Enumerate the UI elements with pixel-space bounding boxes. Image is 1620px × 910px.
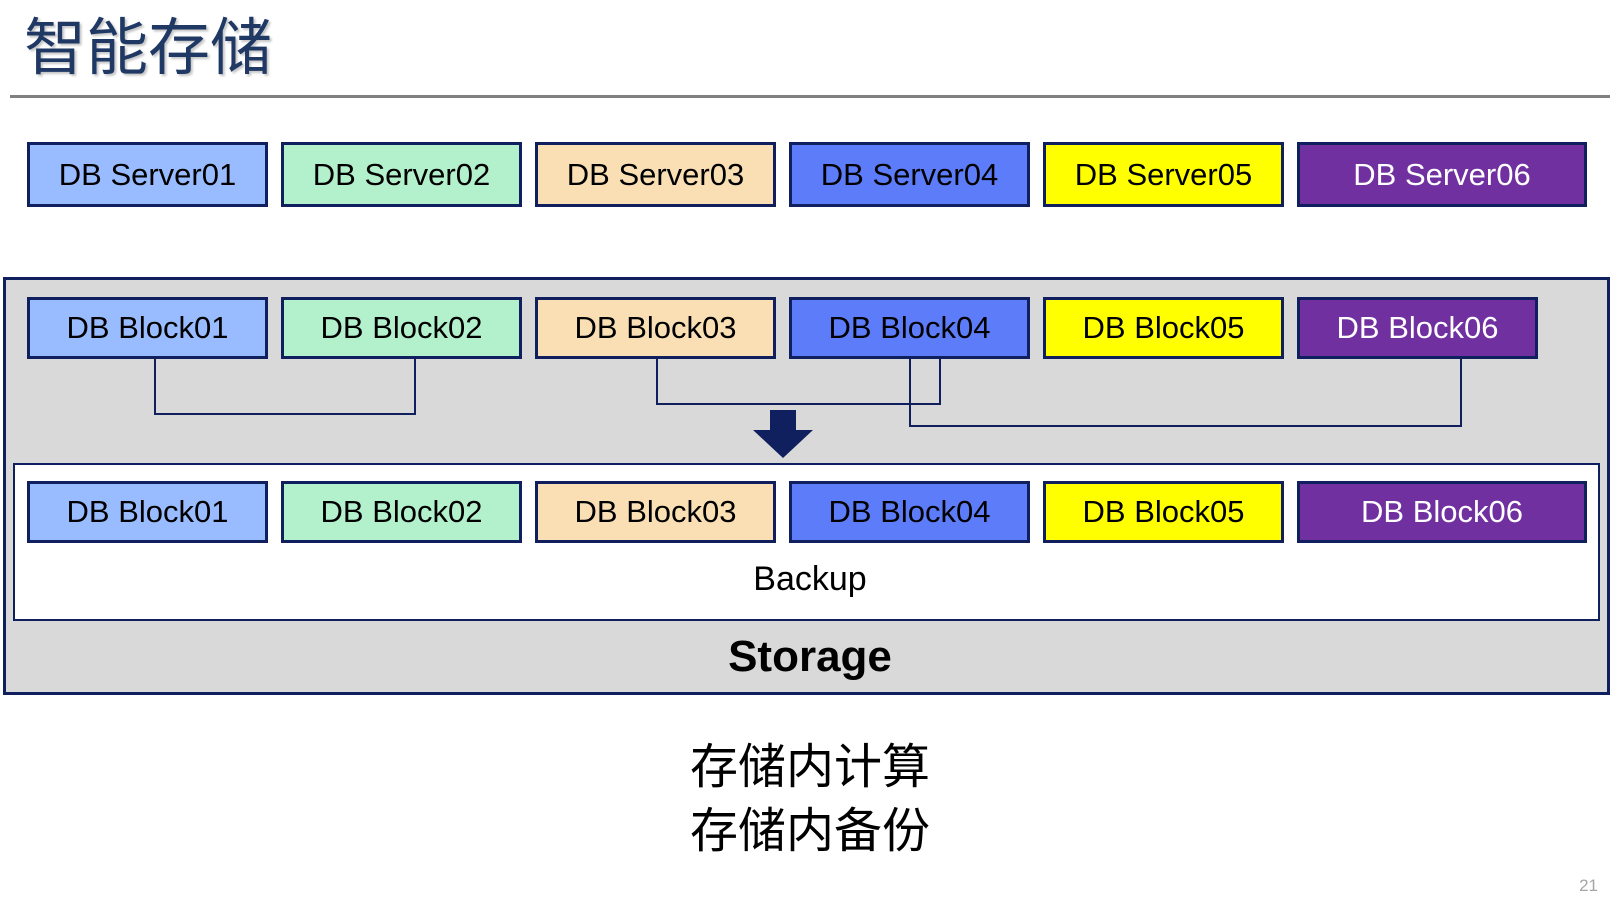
db-block-top-05[interactable]: DB Block05 [1043, 297, 1284, 359]
db-block-backup-05[interactable]: DB Block05 [1043, 481, 1284, 543]
db-block-backup-06-label: DB Block06 [1361, 494, 1523, 529]
caption-block: 存储内计算 存储内备份 [0, 736, 1620, 864]
db-block-top-05-label: DB Block05 [1082, 310, 1245, 345]
db-block-backup-02-label: DB Block02 [320, 494, 483, 529]
db-server-01-label: DB Server01 [58, 156, 237, 192]
db-block-top-02[interactable]: DB Block02 [281, 297, 522, 359]
connector-block-03-04 [656, 357, 941, 405]
db-block-backup-05-label: DB Block05 [1082, 494, 1245, 529]
db-block-backup-04[interactable]: DB Block04 [789, 481, 1030, 543]
db-block-top-03-label: DB Block03 [574, 310, 737, 345]
db-block-top-06-label: DB Block06 [1336, 310, 1499, 345]
db-server-02-label: DB Server02 [312, 156, 491, 192]
db-server-04[interactable]: DB Server04 [789, 142, 1030, 207]
db-server-04-label: DB Server04 [820, 156, 999, 192]
db-block-backup-01-label: DB Block01 [66, 494, 229, 529]
page-title: 智能存储 [24, 14, 273, 83]
db-server-03-label: DB Server03 [566, 156, 745, 192]
db-block-top-04-label: DB Block04 [828, 310, 991, 345]
title-divider [10, 95, 1610, 98]
db-block-top-03[interactable]: DB Block03 [535, 297, 776, 359]
page-number: 21 [1579, 876, 1598, 895]
db-block-top-01[interactable]: DB Block01 [27, 297, 268, 359]
caption-line-2: 存储内备份 [689, 805, 930, 858]
db-block-backup-03[interactable]: DB Block03 [535, 481, 776, 543]
connector-block-01-02 [154, 357, 416, 415]
arrow-head [753, 430, 813, 458]
db-block-backup-03-label: DB Block03 [574, 494, 737, 529]
arrow-shaft [770, 410, 796, 432]
db-block-backup-04-label: DB Block04 [828, 494, 991, 529]
storage-label: Storage [728, 632, 892, 681]
db-server-02[interactable]: DB Server02 [281, 142, 522, 207]
db-server-05[interactable]: DB Server05 [1043, 142, 1284, 207]
db-server-01[interactable]: DB Server01 [27, 142, 268, 207]
db-block-top-06[interactable]: DB Block06 [1297, 297, 1538, 359]
db-block-top-02-label: DB Block02 [320, 310, 483, 345]
connector-block-05-06 [909, 357, 1462, 427]
db-server-06[interactable]: DB Server06 [1297, 142, 1587, 207]
backup-label: Backup [753, 560, 867, 598]
db-block-top-04[interactable]: DB Block04 [789, 297, 1030, 359]
db-block-top-01-label: DB Block01 [66, 310, 229, 345]
db-block-backup-06[interactable]: DB Block06 [1297, 481, 1587, 543]
db-server-06-label: DB Server06 [1353, 156, 1531, 192]
db-server-05-label: DB Server05 [1074, 156, 1253, 192]
db-block-backup-01[interactable]: DB Block01 [27, 481, 268, 543]
db-server-03[interactable]: DB Server03 [535, 142, 776, 207]
down-arrow-icon [753, 410, 813, 458]
caption-line-1: 存储内计算 [689, 741, 930, 794]
db-block-backup-02[interactable]: DB Block02 [281, 481, 522, 543]
